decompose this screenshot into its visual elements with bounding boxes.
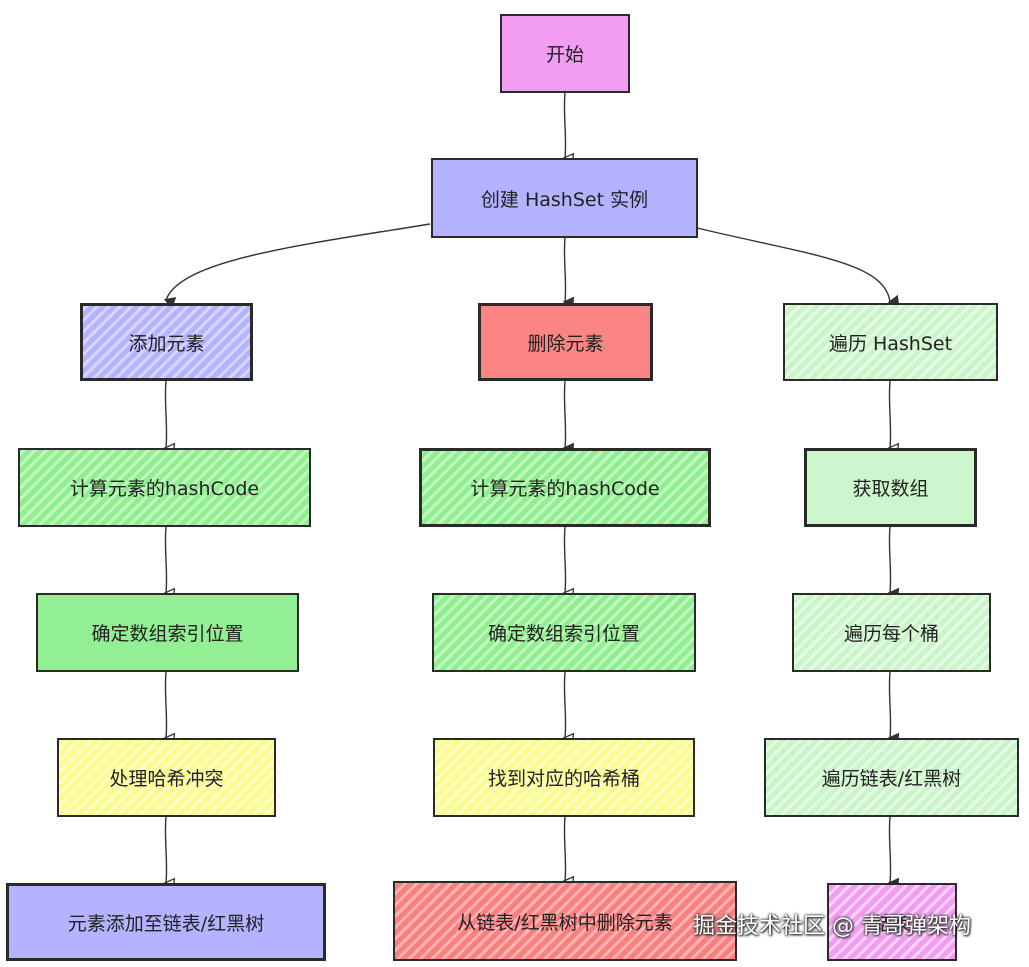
remove-element-label: 删除元素 bbox=[527, 332, 604, 355]
edge-add-collision bbox=[165, 671, 166, 738]
edge-add-hash bbox=[165, 380, 166, 448]
edge-find-delete bbox=[564, 816, 565, 881]
create-hashset-label: 创建 HashSet 实例 bbox=[480, 188, 649, 211]
add-index-label: 确定数组索引位置 bbox=[91, 623, 244, 645]
start-label: 开始 bbox=[545, 44, 584, 66]
edge-remove-find bbox=[564, 671, 565, 738]
create-hashset-node: 创建 HashSet 实例 bbox=[431, 158, 698, 238]
edge-remove-index bbox=[564, 526, 565, 593]
edge-array-bucket bbox=[889, 526, 890, 593]
edge-create-traverse bbox=[696, 227, 890, 302]
remove-from-list-node: 从链表/红黑树中删除元素 bbox=[393, 881, 737, 961]
each-bucket-label: 遍历每个桶 bbox=[843, 623, 939, 645]
traverse-hashset-node: 遍历 HashSet bbox=[783, 303, 998, 381]
edge-start-create bbox=[564, 92, 565, 158]
remove-index-label: 确定数组索引位置 bbox=[487, 623, 640, 645]
add-hashcode-node: 计算元素的hashCode bbox=[18, 448, 311, 527]
add-element-node: 添加元素 bbox=[80, 303, 253, 381]
edge-remove-hash bbox=[564, 380, 565, 448]
start-node: 开始 bbox=[500, 14, 630, 93]
add-to-list-label: 元素添加至链表/红黑树 bbox=[67, 912, 265, 935]
remove-hashcode-node: 计算元素的hashCode bbox=[419, 448, 711, 527]
add-to-list-node: 元素添加至链表/红黑树 bbox=[6, 883, 326, 961]
edge-list-end bbox=[889, 816, 890, 883]
traverse-list-node: 遍历链表/红黑树 bbox=[764, 738, 1019, 817]
remove-element-node: 删除元素 bbox=[478, 303, 653, 381]
watermark: 掘金技术社区 @ 青哥弹架构 bbox=[693, 914, 971, 939]
edge-bucket-list bbox=[889, 671, 890, 738]
hash-collision-label: 处理哈希冲突 bbox=[109, 768, 224, 790]
traverse-list-label: 遍历链表/红黑树 bbox=[821, 768, 962, 790]
end-node: 结束 bbox=[827, 883, 957, 961]
add-element-label: 添加元素 bbox=[128, 332, 205, 355]
edge-add-index bbox=[165, 526, 166, 593]
each-bucket-node: 遍历每个桶 bbox=[792, 593, 991, 672]
edge-create-remove bbox=[564, 237, 565, 302]
add-hashcode-label: 计算元素的hashCode bbox=[69, 478, 260, 500]
add-index-node: 确定数组索引位置 bbox=[36, 593, 299, 672]
end-label: 结束 bbox=[872, 912, 911, 935]
remove-index-node: 确定数组索引位置 bbox=[432, 593, 696, 672]
get-array-label: 获取数组 bbox=[852, 478, 929, 500]
remove-hashcode-label: 计算元素的hashCode bbox=[470, 478, 660, 500]
remove-from-list-label: 从链表/红黑树中删除元素 bbox=[457, 911, 673, 934]
get-array-node: 获取数组 bbox=[804, 448, 977, 527]
find-bucket-label: 找到对应的哈希桶 bbox=[487, 768, 640, 790]
edge-traverse-array bbox=[889, 380, 890, 448]
traverse-hashset-label: 遍历 HashSet bbox=[828, 332, 953, 355]
edge-collision-list bbox=[165, 816, 166, 883]
find-bucket-node: 找到对应的哈希桶 bbox=[433, 738, 695, 817]
edge-create-add bbox=[166, 223, 431, 300]
hash-collision-node: 处理哈希冲突 bbox=[57, 738, 276, 817]
